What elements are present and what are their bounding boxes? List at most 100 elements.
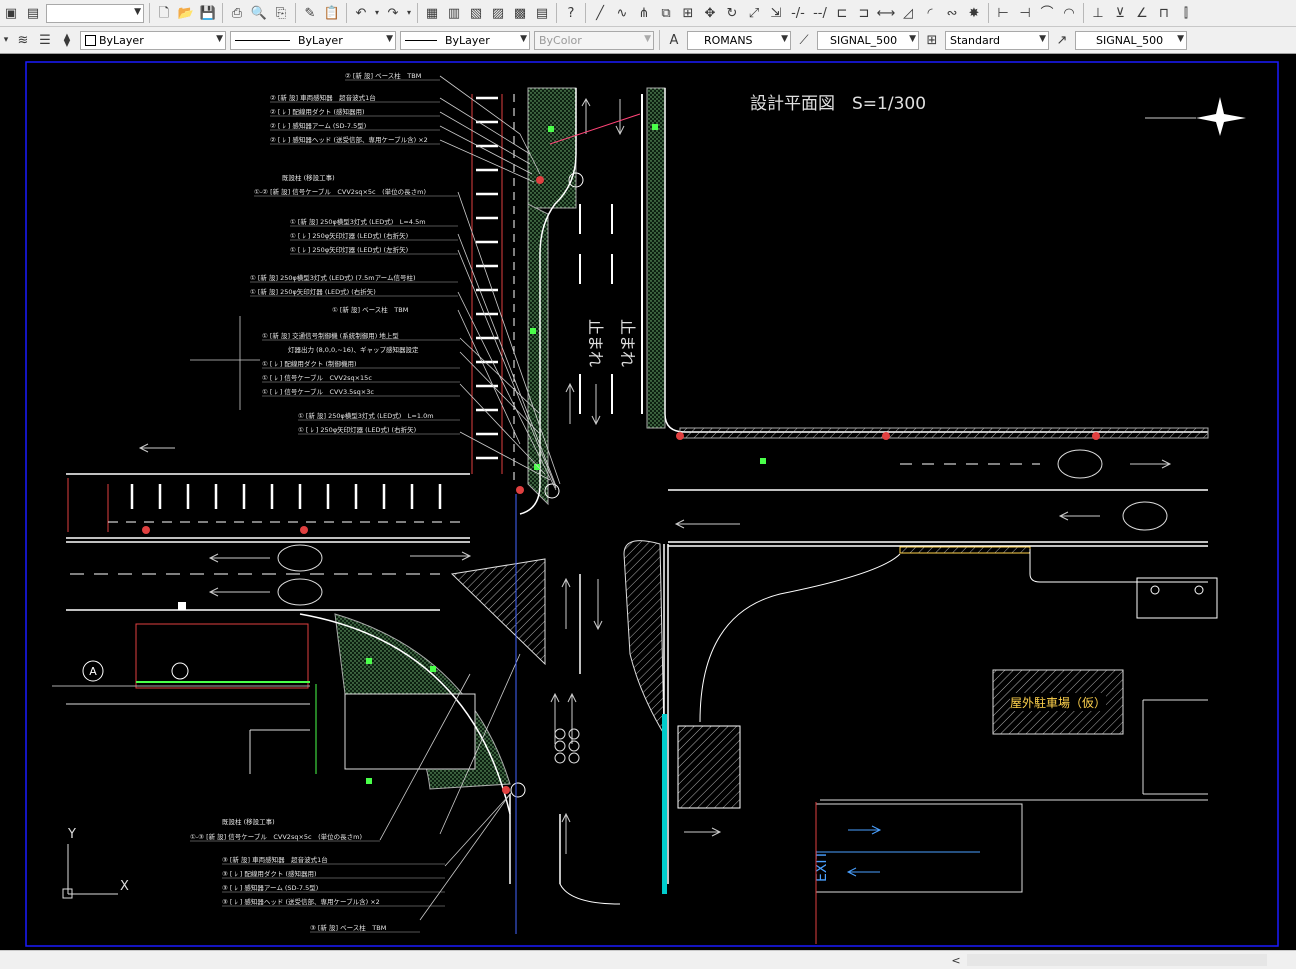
markup-icon[interactable]: ▩ [513,5,527,21]
linetype-dropdown[interactable]: ByLayer▼ [230,30,396,50]
parking-area [815,803,1023,893]
table-style-icon[interactable]: ⊞ [926,32,938,48]
tablestyle-value: Standard [950,33,1001,47]
dim-space-icon[interactable]: ⫿ [1183,5,1189,21]
crosswalk-stripes [476,96,498,460]
chevron-down-icon: ▼ [781,33,788,44]
dim-arc-icon[interactable]: ⌒ [1040,5,1054,21]
polyline-icon[interactable]: ∿ [616,5,628,21]
copy-icon[interactable]: ⧉ [661,5,671,21]
road-edge [664,88,1208,433]
break-at-point-icon[interactable]: ⊐ [858,5,870,21]
line-icon[interactable]: ╱ [596,5,604,21]
sheetset-icon[interactable]: ▨ [491,5,505,21]
redo-icon[interactable]: ↷ [387,5,399,21]
textstyle-dropdown[interactable]: ROMANS▼ [687,30,791,50]
break-icon[interactable]: ⊏ [836,5,848,21]
designcenter-icon[interactable]: ▥ [447,5,461,21]
dim-angular-icon[interactable]: ∠ [1136,5,1148,21]
annotation-text: ③ [ ﾚ ] 感知器アーム (SD-7.5型) [222,883,318,892]
stretch-icon[interactable]: ⇲ [770,5,782,21]
publish-icon[interactable]: ⎘ [275,5,287,21]
dim-linear-icon[interactable]: ⊢ [997,5,1009,21]
help-icon[interactable]: ? [567,5,575,21]
lineweight-dropdown[interactable]: ByLayer▼ [400,30,530,50]
blend-icon[interactable]: ∾ [946,5,958,21]
driveway-edge [699,553,901,723]
equipment-symbol [1150,585,1160,595]
direction-arrows [848,825,882,835]
save-icon[interactable]: 💾 [199,5,217,21]
layer-previous-icon[interactable]: ⧫ [63,32,71,48]
dim-style-icon[interactable]: ⟋ [799,32,809,48]
plot-icon[interactable]: ⎙ [231,5,243,21]
chamfer-icon[interactable]: ◿ [903,5,913,21]
explode-icon[interactable]: ✸ [968,5,980,21]
dimstyle-dropdown[interactable]: SIGNAL_500▼ [817,30,919,50]
building-label: 屋外駐車場（仮） [1010,695,1106,710]
paste-icon[interactable]: 📋 [323,5,341,21]
linetype-sample [235,39,290,41]
separator [556,3,557,23]
move-icon[interactable]: ✥ [704,5,716,21]
color-dropdown[interactable]: ByLayer▼ [80,30,226,50]
building-footprint [344,693,476,770]
mirror-icon[interactable]: ⋔ [638,5,650,21]
mleaderstyle-dropdown[interactable]: SIGNAL_500▼ [1075,30,1187,50]
new-icon[interactable]: 🗋 [158,5,170,21]
join-icon[interactable]: ⟷ [876,5,896,21]
plot-preview-icon[interactable]: 🔍 [250,5,268,21]
calculator-icon[interactable]: ▤ [535,5,549,21]
dim-continue-icon[interactable]: ⊻ [1115,5,1125,21]
layer-properties-icon[interactable]: ≋ [17,32,29,48]
layer-state-icon[interactable]: ☰ [39,32,51,48]
properties-icon[interactable]: ▦ [425,5,439,21]
layout-icon[interactable]: ▣ [4,5,18,21]
road-edge [1029,549,1208,583]
mleader-style-icon[interactable]: ↗ [1056,32,1068,48]
horizontal-scrollbar[interactable]: < [0,950,1296,969]
annotation-text: ① [ ﾚ ] 250φ矢印灯器 (LED式) (左折矢) [290,245,408,254]
dim-radius-icon[interactable]: ◠ [1063,5,1075,21]
dim-aligned-icon[interactable]: ⊣ [1019,5,1031,21]
median-strip [527,87,577,209]
dim-ordinate-icon[interactable]: ⊓ [1158,5,1170,21]
scroll-left-button[interactable]: < [945,951,967,969]
redo-dropdown-icon[interactable]: ▾ [406,8,411,17]
undo-dropdown-icon[interactable]: ▾ [374,8,379,17]
ucs-y-label: Y [67,827,76,842]
tablestyle-dropdown[interactable]: Standard▼ [945,30,1049,50]
trim-icon[interactable]: -/- [791,5,805,21]
callout-circle [171,662,189,680]
rotate-icon[interactable]: ↻ [726,5,738,21]
plotstyle-value: ByColor [539,33,582,47]
toolpalette-icon[interactable]: ▧ [469,5,483,21]
annotation-text: ①-② [新 設] 信号ケーブル CVV2sq×5c (単位の長さm) [254,187,426,196]
text-style-icon[interactable]: A [669,32,679,48]
mleaderstyle-value: SIGNAL_500 [1096,33,1164,47]
parking-stripes [130,484,442,509]
median-strip [646,87,666,429]
scroll-track[interactable] [967,954,1267,966]
cad-drawing[interactable]: 設計平面図 S=1/300 止まれ 止まれ [0,54,1296,950]
ucs-icon [62,844,118,899]
annotation-text: ② [ ﾚ ] 配線用ダクト (感知器用) [270,107,365,116]
dim-baseline-icon[interactable]: ⊥ [1092,5,1104,21]
workspace-dropdown[interactable]: ▼ [46,3,144,23]
linetype-value: ByLayer [298,33,343,47]
scale-icon[interactable]: ⤢ [748,5,760,21]
array-icon[interactable]: ⊞ [682,5,694,21]
undo-icon[interactable]: ↶ [355,5,367,21]
marker [178,602,186,610]
building-outline [1142,699,1208,795]
annotation-text: ② [ ﾚ ] 感知器アーム (SD-7.5型) [270,121,366,130]
drawing-canvas[interactable]: 設計平面図 S=1/300 止まれ 止まれ [0,54,1296,950]
extend-icon[interactable]: --/ [813,5,827,21]
signal-pole-marker [142,176,1100,794]
fillet-icon[interactable]: ◜ [927,5,933,21]
matchprop-icon[interactable]: ✎ [304,5,316,21]
properties-toolbar: ▾ ≋ ☰ ⧫ ByLayer▼ ByLayer▼ ByLayer▼ ByCol… [0,27,1296,54]
chevron-down-icon[interactable]: ▾ [3,34,9,45]
workspace-icon[interactable]: ▤ [26,5,40,21]
open-icon[interactable]: 📂 [177,5,195,21]
